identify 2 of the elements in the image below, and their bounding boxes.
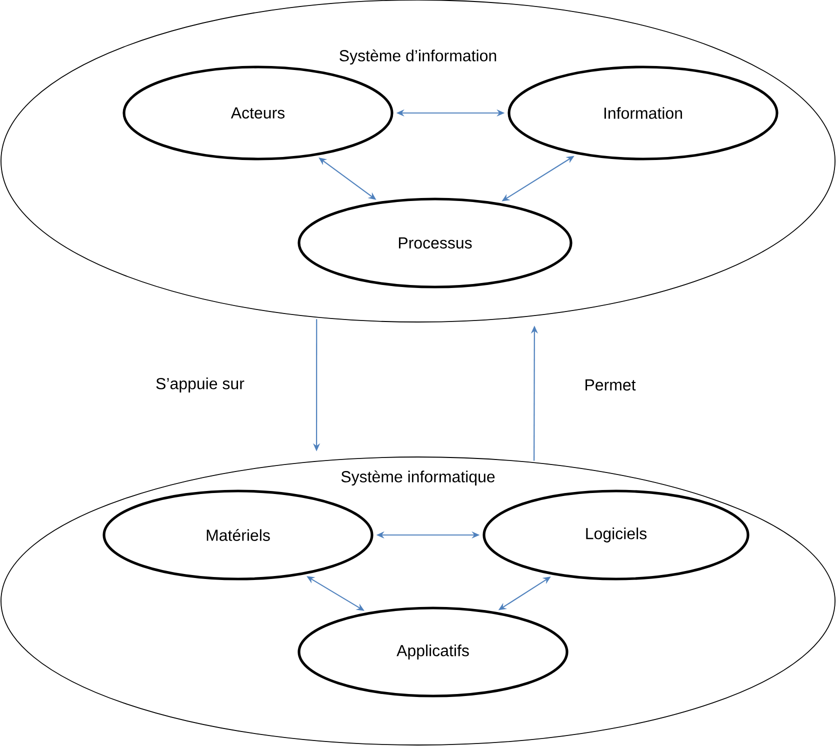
edge-label: Permet (583, 378, 637, 392)
edge-label: S’appuie sur (154, 376, 246, 394)
